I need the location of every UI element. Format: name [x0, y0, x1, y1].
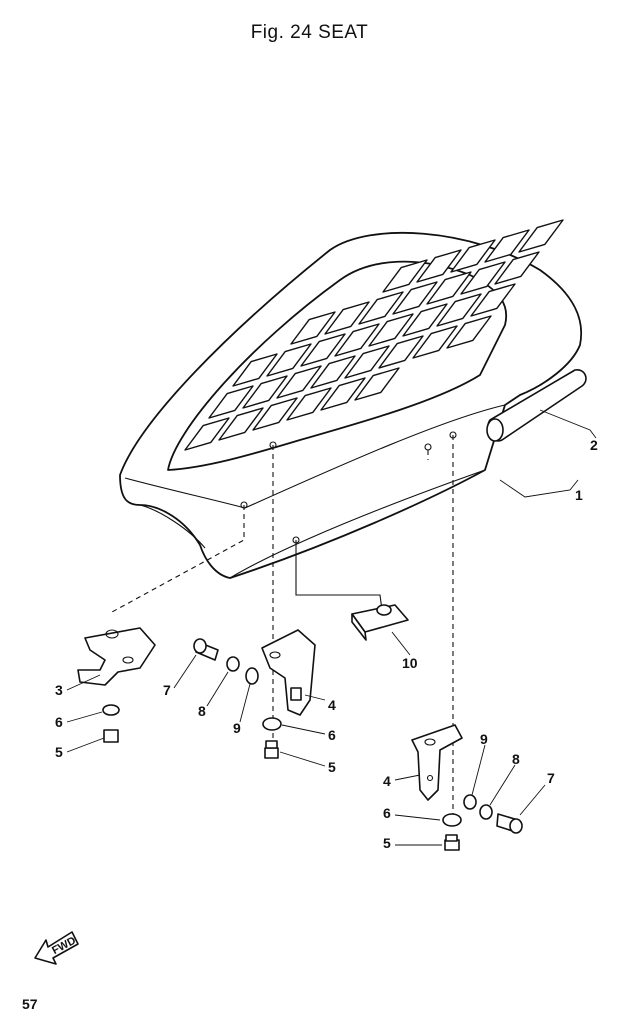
callout-5-left: 5 — [55, 744, 63, 760]
seat-pad — [354, 367, 400, 401]
seat-pad — [218, 407, 264, 441]
callout-1: 1 — [575, 487, 583, 503]
leader-lines — [66, 409, 597, 846]
grab-tube — [486, 369, 587, 442]
callout-3: 3 — [55, 682, 63, 698]
seat-pad — [358, 291, 404, 325]
seat-pad — [242, 375, 288, 409]
seat-pad — [412, 325, 458, 359]
seat-pad — [494, 251, 540, 285]
seat-pad — [334, 323, 380, 357]
seat-pad — [290, 311, 336, 345]
seat-pad — [324, 301, 370, 335]
callout-9-right: 9 — [480, 731, 488, 747]
bracket-left — [77, 627, 156, 686]
seat-pad — [344, 345, 390, 379]
seat-quilted-cover — [167, 219, 564, 471]
seat-pad — [368, 313, 414, 347]
callout-9-middle: 9 — [233, 720, 241, 736]
seat-pad — [382, 259, 428, 293]
callout-labels: 1 2 3 4 4 5 5 5 6 6 6 7 7 8 8 9 9 10 — [55, 437, 598, 851]
seat-pad — [252, 397, 298, 431]
seat-pad — [484, 229, 530, 263]
seat-pad — [300, 333, 346, 367]
seat-pad — [518, 219, 564, 253]
fwd-label: FWD — [50, 935, 78, 957]
fwd-arrow-icon: FWD — [34, 931, 79, 965]
seat-pad — [446, 315, 492, 349]
fasteners — [102, 638, 523, 851]
callout-5-middle: 5 — [328, 759, 336, 775]
callout-6-middle: 6 — [328, 727, 336, 743]
seat-body — [119, 232, 583, 579]
callout-8-middle: 8 — [198, 703, 206, 719]
seat-pad — [450, 239, 496, 273]
callout-8-right: 8 — [512, 751, 520, 767]
bracket-middle — [261, 629, 316, 716]
seat-pad — [276, 365, 322, 399]
seat-pad — [320, 377, 366, 411]
seat-pad — [460, 261, 506, 295]
callout-6-right: 6 — [383, 805, 391, 821]
page-number: 57 — [22, 996, 38, 1012]
seat-pad — [310, 355, 356, 389]
seat-pad — [436, 293, 482, 327]
seat-pad — [232, 353, 278, 387]
seat-pad — [426, 271, 472, 305]
callout-2: 2 — [590, 437, 598, 453]
callout-4-right: 4 — [383, 773, 391, 789]
bracket-right — [411, 724, 463, 801]
seat-pad — [208, 385, 254, 419]
callout-6-left: 6 — [55, 714, 63, 730]
seat-pad — [392, 281, 438, 315]
assembly-lines — [111, 431, 457, 820]
callout-7-middle: 7 — [163, 682, 171, 698]
callout-4-middle: 4 — [328, 697, 336, 713]
seat-pad — [378, 335, 424, 369]
callout-7-right: 7 — [547, 770, 555, 786]
seat-pad — [402, 303, 448, 337]
damper-part-10 — [351, 604, 409, 641]
seat-pad — [286, 387, 332, 421]
callout-5-right: 5 — [383, 835, 391, 851]
figure-title: Fig. 24 SEAT — [250, 22, 369, 43]
callout-10: 10 — [402, 655, 418, 671]
seat-pad — [184, 417, 230, 451]
seat-pad — [266, 343, 312, 377]
seat-pad — [416, 249, 462, 283]
seat-pad — [470, 283, 516, 317]
